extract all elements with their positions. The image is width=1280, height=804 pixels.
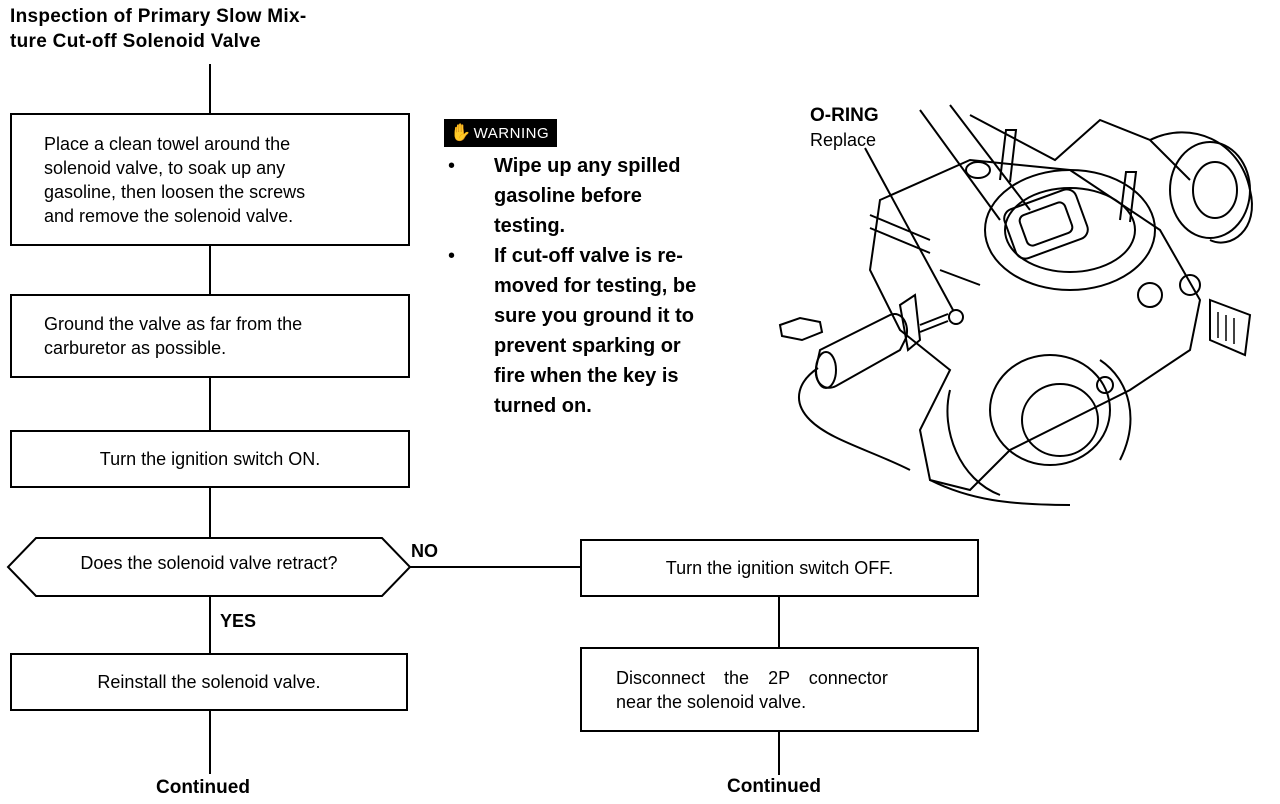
illus-pipe-lower (929, 479, 1071, 506)
continued-left: Continued (156, 777, 250, 798)
connector-decision-no (408, 566, 582, 568)
connector-step3-decision (209, 487, 211, 537)
illus-nut-left (965, 161, 991, 179)
no-label: NO (411, 541, 438, 561)
carburetor-illustration (778, 104, 1253, 506)
step1-line-1: Place a clean towel around the (44, 133, 291, 154)
step-ground-valve-text: Ground the valve as far from the carbure… (44, 312, 302, 360)
hand-warning-icon: ✋ (450, 123, 472, 142)
illus-solenoid-wire (798, 367, 911, 471)
warning-badge-label: WARNING (473, 125, 550, 142)
step-ignition-on-text: Turn the ignition switch ON. (99, 449, 321, 469)
warning-item-1-line-2: gasoline before (494, 185, 642, 207)
illus-stud-right (1119, 171, 1138, 223)
disconnect-line-2: near the solenoid valve. (616, 691, 807, 712)
step-ignition-on-box: Turn the ignition switch ON. (10, 430, 410, 488)
warning-item-2-line-6: turned on. (494, 395, 592, 417)
continued-right: Continued (727, 776, 821, 797)
warning-item-2-line-2: moved for testing, be (494, 275, 697, 297)
illus-bolt-1 (1096, 376, 1114, 394)
illus-throttle-port (1003, 188, 1089, 260)
title-line-2: ture Cut-off Solenoid Valve (10, 31, 261, 52)
illus-round-cover-right-inner (1192, 161, 1238, 219)
illus-right-connector-pins (1217, 312, 1235, 344)
connector-off-disconnect (778, 596, 780, 648)
illus-o-ring (948, 309, 964, 325)
connector-title-step1 (209, 64, 211, 114)
illus-outline-right (1149, 131, 1253, 244)
warning-bullet: • (448, 155, 456, 177)
connector-step1-step2 (209, 245, 211, 295)
illus-pipe-left (869, 214, 981, 286)
illus-lower-cover (946, 359, 1132, 496)
step-disconnect-text: Disconnect the 2P connector near the sol… (616, 666, 888, 714)
connector-yes-continued (209, 710, 211, 774)
step1-line-2: solenoid valve, to soak up any (44, 157, 286, 178)
warning-item-2-line-5: fire when the key is (494, 365, 679, 387)
illus-solenoid-body (814, 313, 908, 389)
warning-list: • Wipe up any spilled gasoline before te… (448, 151, 768, 421)
illus-connector-plug (778, 316, 824, 342)
yes-label: YES (220, 611, 257, 631)
illus-throttle-plate (984, 169, 1156, 291)
step-reinstall-text: Reinstall the solenoid valve. (97, 672, 321, 692)
step-ground-valve-box: Ground the valve as far from the carbure… (10, 294, 410, 378)
illus-round-cover-right (1169, 141, 1251, 239)
warning-item-2-line-1: If cut-off valve is re- (494, 245, 683, 267)
step2-line-1: Ground the valve as far from the (44, 314, 303, 334)
illus-throttle-plate-inner (1004, 187, 1136, 273)
illus-solenoid-end (815, 351, 837, 389)
illus-throttle-port-inner (1018, 201, 1074, 247)
step-remove-valve-box: Place a clean towel around the solenoid … (10, 113, 410, 246)
illus-o-ring-leader (864, 147, 954, 311)
illus-bolt-2 (1137, 282, 1163, 308)
warning-bullet: • (448, 245, 456, 267)
illus-bolt-3 (1179, 274, 1201, 296)
warning-item-ground: • If cut-off valve is re- moved for test… (448, 241, 768, 421)
decision-hexagon (6, 537, 412, 597)
connector-decision-yes (209, 596, 211, 654)
page-title: Inspection of Primary Slow Mix- ture Cut… (10, 4, 306, 54)
illus-solenoid-pin (919, 313, 949, 333)
step-remove-valve-text: Place a clean towel around the solenoid … (44, 132, 305, 228)
step1-line-3: gasoline, then loosen the screws (44, 181, 306, 202)
illus-lower-pump-inner (1021, 383, 1099, 457)
title-line-1: Inspection of Primary Slow Mix- (10, 6, 307, 27)
illus-stud-left (999, 129, 1018, 183)
connector-disconnect-continued (778, 731, 780, 775)
warning-item-1-line-3: testing. (494, 215, 566, 237)
illus-lower-pump (989, 354, 1111, 466)
warning-item-spill: • Wipe up any spilled gasoline before te… (448, 151, 768, 241)
warning-item-2-line-4: prevent sparking or (494, 335, 681, 357)
o-ring-replace-label: Replace (810, 130, 877, 150)
illus-right-connector (1209, 298, 1252, 357)
step-reinstall-box: Reinstall the solenoid valve. (10, 653, 408, 711)
o-ring-label: O-RING (810, 105, 879, 126)
warning-item-1-line-1: Wipe up any spilled (494, 155, 681, 177)
disconnect-line-1: Disconnect the 2P connector (616, 667, 888, 688)
connector-step2-step3 (209, 377, 211, 431)
warning-item-2-line-3: sure you ground it to (494, 305, 694, 327)
step1-line-4: and remove the solenoid valve. (44, 205, 294, 226)
step2-line-2: carburetor as possible. (44, 338, 227, 358)
illus-solenoid-bracket (898, 293, 922, 352)
step-ignition-off-box: Turn the ignition switch OFF. (580, 539, 979, 597)
decision-text: Does the solenoid valve retract? (80, 553, 338, 573)
step-disconnect-box: Disconnect the 2P connector near the sol… (580, 647, 979, 732)
warning-badge: ✋WARNING (444, 119, 558, 147)
step-ignition-off-text: Turn the ignition switch OFF. (665, 558, 894, 578)
